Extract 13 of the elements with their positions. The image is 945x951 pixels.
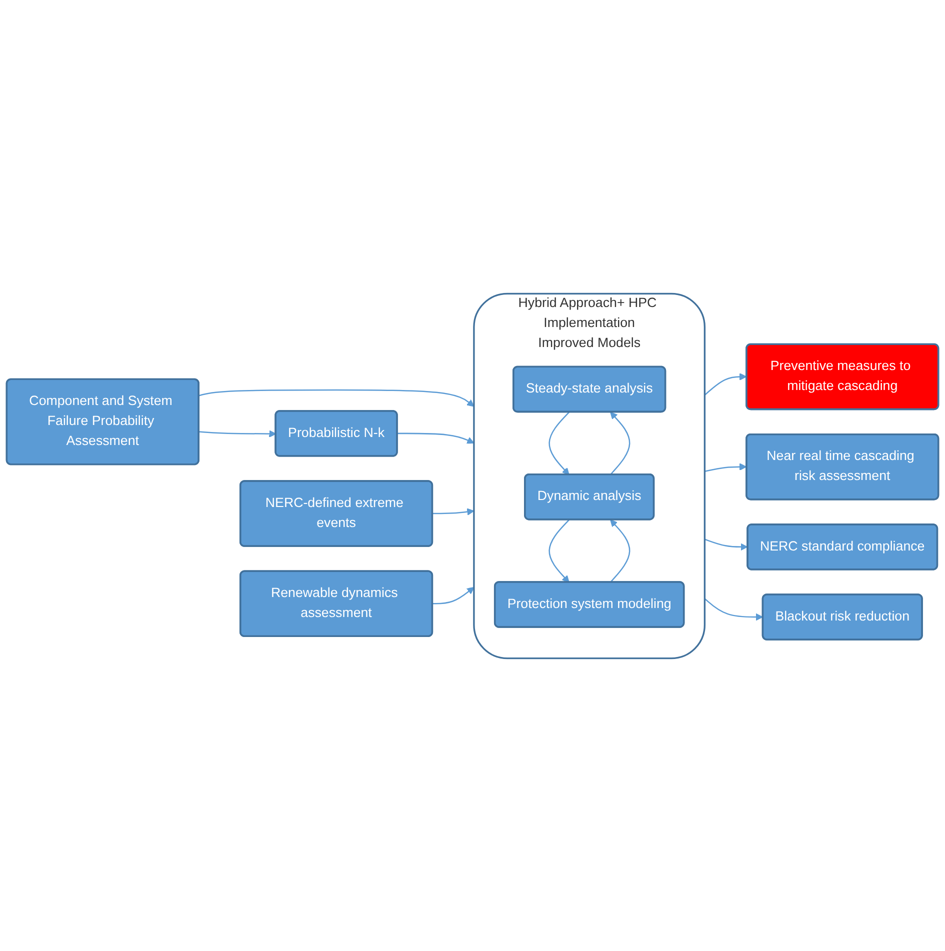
arrow bbox=[704, 462, 747, 472]
arrow bbox=[610, 518, 630, 582]
arrow bbox=[198, 388, 474, 406]
arrow bbox=[704, 372, 747, 396]
arrow bbox=[198, 430, 276, 437]
arrow bbox=[704, 538, 748, 550]
arrow bbox=[432, 508, 474, 515]
arrow bbox=[704, 598, 764, 620]
arrow bbox=[548, 411, 570, 475]
arrow bbox=[548, 518, 570, 582]
arrow bbox=[610, 411, 630, 475]
arrow bbox=[432, 586, 474, 604]
arrow bbox=[397, 432, 474, 444]
